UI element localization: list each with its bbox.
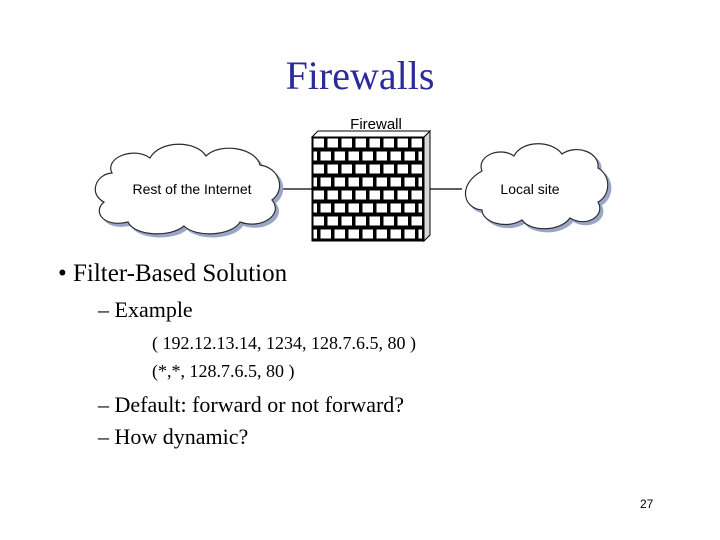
slide-title: Firewalls (285, 53, 435, 98)
sub-bullet-dynamic: – How dynamic? (98, 424, 248, 450)
firewall-wall (310, 129, 432, 243)
dash-marker: – (98, 392, 109, 417)
sub-bullet-example: – Example (98, 297, 193, 323)
firewall-diagram: Firewall Rest of the Internet Local site (94, 116, 609, 243)
filter-rule-2: (*,*, 128.7.6.5, 80 ) (152, 361, 295, 381)
page-number: 27 (640, 497, 654, 511)
dash-marker: – (98, 297, 109, 322)
default-question: Default: forward or not forward? (114, 392, 405, 417)
dynamic-question: How dynamic? (114, 424, 249, 449)
local-site-cloud (464, 143, 609, 230)
dash-marker: – (98, 424, 109, 449)
sub-bullet-default: – Default: forward or not forward? (98, 392, 404, 418)
internet-cloud-label: Rest of the Internet (132, 181, 251, 197)
firewall-label: Firewall (350, 116, 402, 133)
example-label: Example (114, 297, 193, 322)
bullet-marker: • (58, 260, 67, 287)
bullet-text: Filter-Based Solution (73, 260, 288, 287)
internet-cloud (94, 143, 281, 235)
local-site-cloud-label: Local site (500, 181, 559, 197)
bullet-filter-based: • Filter-Based Solution (58, 260, 287, 288)
filter-rule-1: ( 192.12.13.14, 1234, 128.7.6.5, 80 ) (152, 333, 416, 353)
